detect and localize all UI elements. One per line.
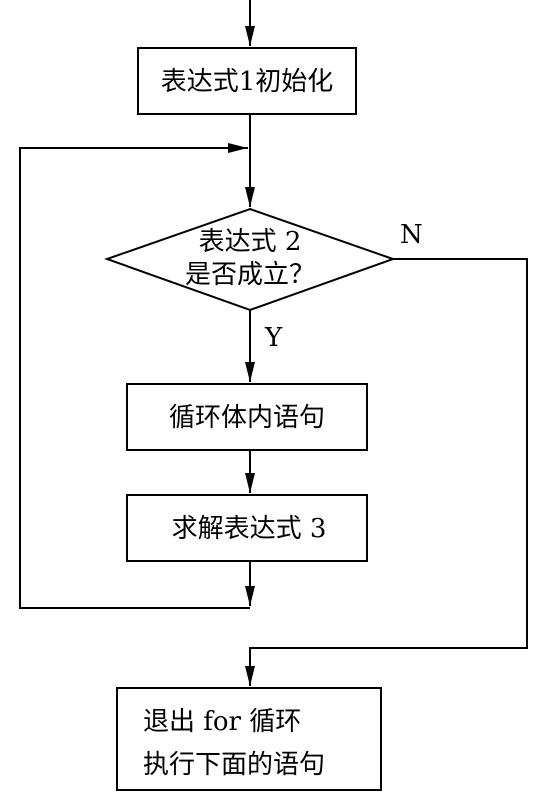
exit-box: [116, 687, 382, 791]
yes-label: Y: [264, 323, 283, 353]
body-box: [126, 383, 368, 451]
body-box-label: 循环体内语句: [169, 403, 325, 433]
exit-box-line1: 退出 for 循环: [143, 707, 301, 737]
condition-line2: 是否成立？: [185, 260, 315, 290]
init-box-label: 表达式1初始化: [161, 67, 334, 97]
update-box: [126, 494, 368, 562]
loop-back-line: [19, 143, 250, 609]
no-branch-line: [245, 258, 528, 686]
no-label: N: [400, 220, 423, 250]
init-box: [137, 47, 357, 115]
exit-box-line2: 执行下面的语句: [143, 750, 325, 780]
update-box-label: 求解表达式 3: [172, 514, 327, 544]
condition-line1: 表达式 2: [199, 227, 302, 257]
